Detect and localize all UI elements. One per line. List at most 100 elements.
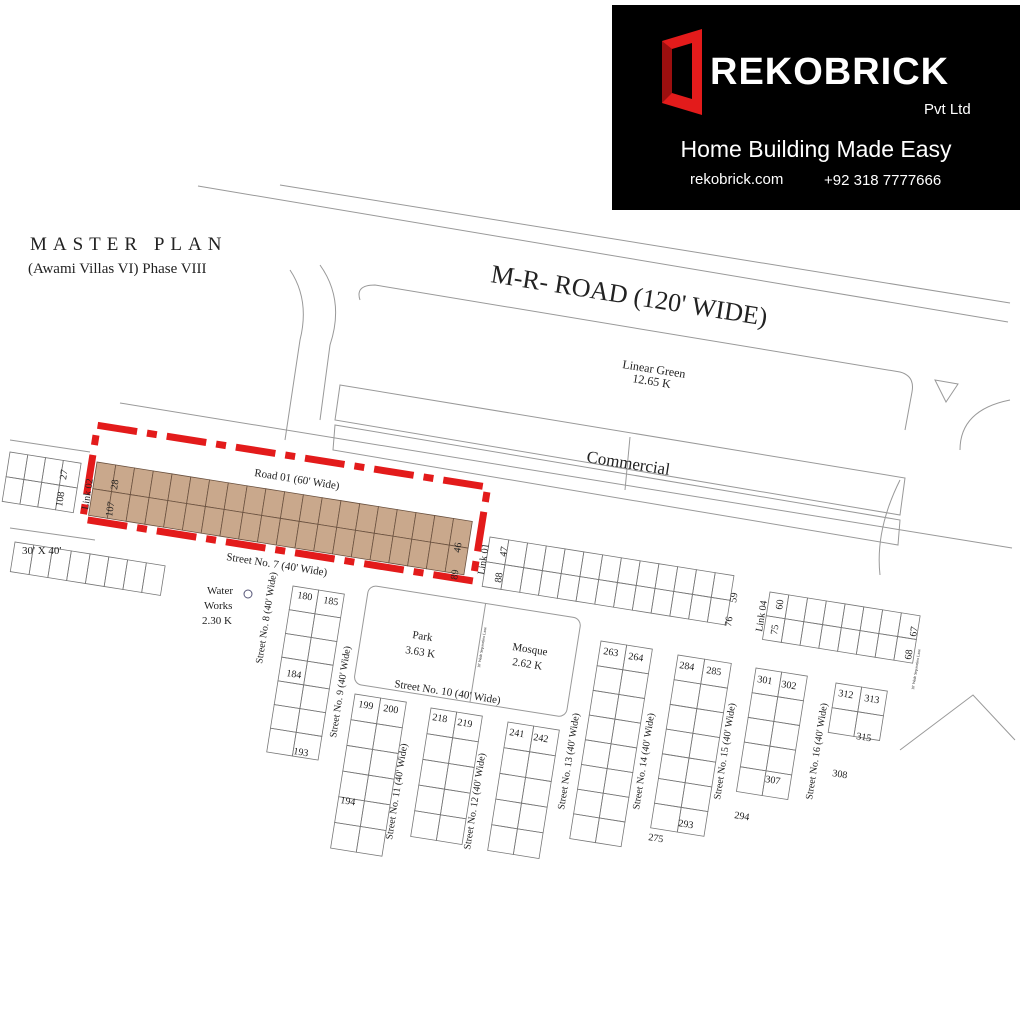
plot[interactable] (739, 741, 771, 772)
plot-number: 312 (838, 688, 855, 701)
plot[interactable] (680, 782, 713, 813)
plot-number: 107 (104, 501, 117, 518)
road-curve (878, 479, 901, 576)
street14-label: Street No. 14 (40' Wide) (631, 712, 657, 810)
plot[interactable] (295, 708, 327, 737)
plot[interactable] (444, 762, 475, 794)
plot[interactable] (773, 696, 804, 726)
linear-green-size: 12.65 K (632, 371, 673, 391)
plot[interactable] (827, 707, 859, 737)
plot[interactable] (55, 484, 78, 514)
plot[interactable] (266, 727, 297, 757)
plot[interactable] (761, 770, 793, 801)
plot[interactable] (285, 609, 316, 638)
plot[interactable] (747, 692, 779, 722)
separation-lane-label: 10' Wide Separation Lane (910, 648, 921, 690)
plot[interactable] (448, 737, 479, 768)
highlighted-block (78, 421, 492, 585)
plot[interactable] (853, 711, 884, 741)
plot[interactable] (614, 693, 645, 724)
plot-number: 302 (781, 679, 798, 692)
traffic-island (934, 379, 959, 403)
plot[interactable] (299, 684, 330, 714)
plot[interactable] (310, 613, 342, 643)
plot[interactable] (765, 745, 797, 776)
plot[interactable] (650, 802, 682, 833)
plot[interactable] (654, 778, 686, 808)
plot[interactable] (491, 798, 522, 830)
highlight-boundary (78, 421, 492, 585)
plot[interactable] (439, 788, 471, 820)
plot[interactable] (606, 743, 638, 774)
plot[interactable] (577, 764, 608, 794)
plot-number: 284 (679, 660, 696, 673)
plot[interactable] (525, 751, 556, 782)
plot[interactable] (618, 669, 649, 699)
mosque-size: 2.62 K (512, 656, 544, 673)
plot[interactable] (569, 813, 600, 844)
plot[interactable] (743, 716, 775, 747)
plot[interactable] (580, 739, 612, 769)
brand-tagline: Home Building Made Easy (680, 136, 952, 162)
plot[interactable] (669, 679, 702, 710)
plot-number: 46 (452, 542, 464, 554)
plot[interactable] (521, 776, 552, 808)
plot[interactable] (735, 766, 767, 796)
plot[interactable] (594, 817, 626, 848)
link02-label: Link 02 (80, 478, 96, 511)
plot[interactable] (281, 632, 312, 662)
plot[interactable] (512, 828, 544, 859)
plot[interactable] (598, 792, 630, 823)
plot[interactable] (696, 683, 728, 714)
plot[interactable] (516, 802, 548, 834)
plot[interactable] (661, 728, 694, 759)
phone-number[interactable]: +92 318 7777666 (824, 172, 942, 189)
plot[interactable] (665, 703, 698, 734)
separation-lane-label: 10' Wide Separation Lane (476, 626, 487, 668)
plot-number: 308 (832, 768, 849, 781)
park-label: Park (412, 629, 434, 644)
plot[interactable] (346, 719, 378, 750)
plot[interactable] (422, 733, 454, 764)
plot-block (650, 654, 732, 837)
commercial-strip (334, 384, 906, 516)
plot[interactable] (291, 731, 323, 761)
mosque-label: Mosque (512, 641, 549, 658)
street10-label: Street No. 10 (40' Wide) (394, 678, 502, 707)
plot[interactable] (573, 788, 604, 819)
plot[interactable] (306, 637, 338, 666)
plot[interactable] (688, 732, 721, 763)
plot[interactable] (893, 636, 917, 664)
plot[interactable] (602, 768, 634, 798)
plot[interactable] (487, 824, 518, 855)
plot[interactable] (676, 806, 709, 837)
plot[interactable] (706, 596, 731, 626)
plot[interactable] (495, 772, 527, 804)
plot[interactable] (692, 708, 724, 738)
plot[interactable] (141, 562, 166, 596)
plot[interactable] (273, 680, 305, 710)
plot[interactable] (435, 814, 467, 845)
park-plot (354, 585, 581, 717)
plot-number: 193 (293, 746, 310, 759)
plot[interactable] (588, 689, 620, 720)
plot[interactable] (410, 810, 441, 841)
plot[interactable] (592, 665, 624, 695)
plot-number: 219 (457, 717, 474, 730)
website-link[interactable]: rekobrick.com (690, 171, 784, 188)
plot[interactable] (584, 714, 616, 745)
plot[interactable] (303, 660, 334, 690)
plot[interactable] (414, 784, 445, 816)
plot[interactable] (418, 758, 450, 790)
plot[interactable] (769, 720, 800, 751)
plot[interactable] (499, 747, 531, 778)
plot[interactable] (330, 821, 361, 853)
plot[interactable] (610, 718, 642, 749)
road-curve (284, 269, 304, 441)
plot[interactable] (444, 544, 469, 576)
plot[interactable] (684, 757, 717, 788)
plot[interactable] (657, 753, 690, 784)
plot[interactable] (355, 826, 387, 857)
plot[interactable] (342, 744, 374, 776)
plot[interactable] (270, 704, 301, 733)
